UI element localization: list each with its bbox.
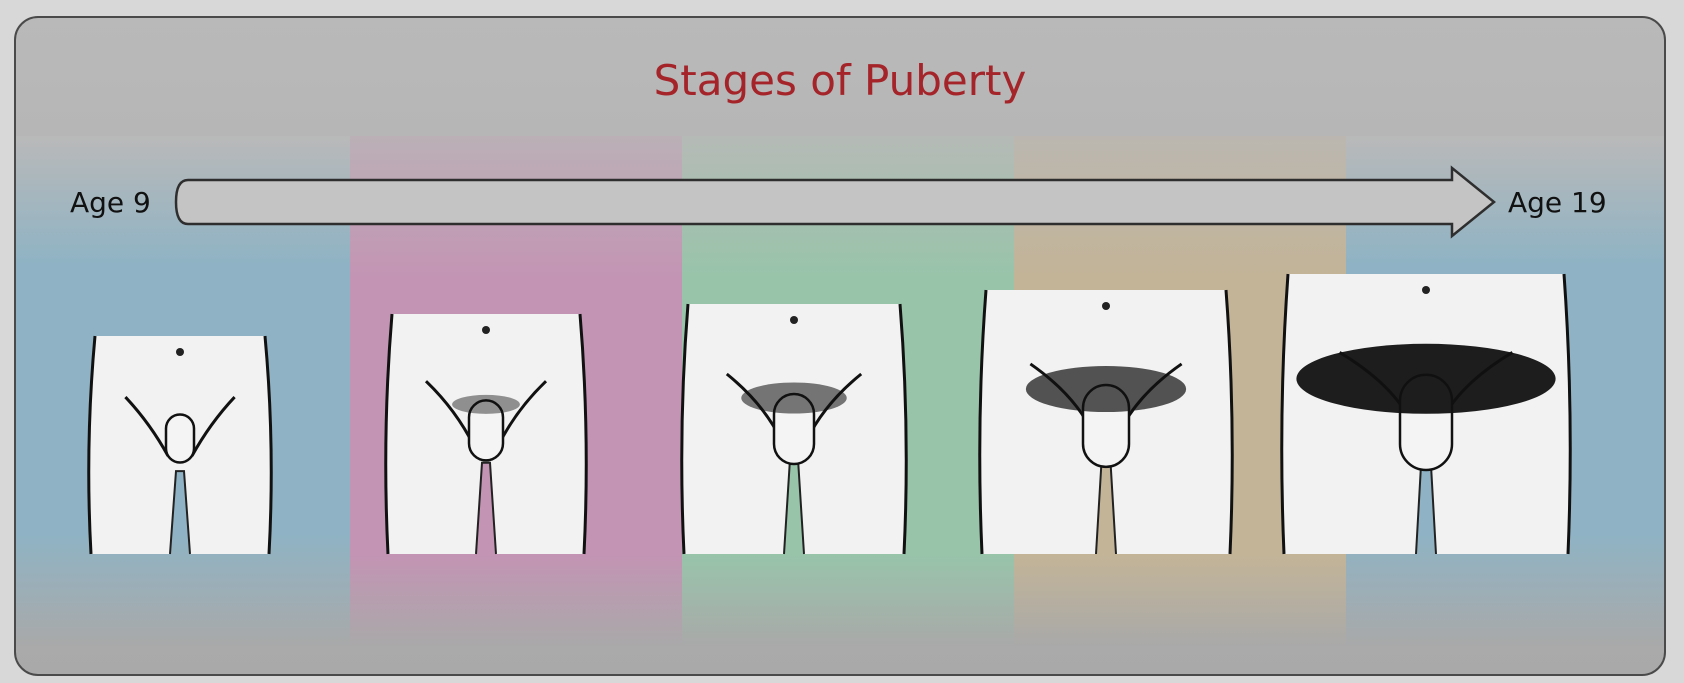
diagram-frame: Stages of Puberty Age 9 Age 19 bbox=[14, 16, 1666, 676]
hair-patch bbox=[741, 383, 847, 414]
stage-2-figure bbox=[386, 314, 587, 554]
stage-figures bbox=[16, 18, 1666, 676]
navel-mark bbox=[1102, 302, 1110, 310]
hair-patch bbox=[1296, 344, 1555, 414]
stage-4-figure bbox=[980, 290, 1233, 554]
hair-patch bbox=[1026, 366, 1186, 412]
navel-mark bbox=[790, 316, 798, 324]
stage-1-figure bbox=[89, 336, 272, 554]
navel-mark bbox=[176, 348, 184, 356]
stage-5-figure bbox=[1282, 274, 1571, 554]
hair-patch bbox=[452, 395, 520, 414]
navel-mark bbox=[1422, 286, 1430, 294]
stage-3-figure bbox=[682, 304, 907, 554]
navel-mark bbox=[482, 326, 490, 334]
